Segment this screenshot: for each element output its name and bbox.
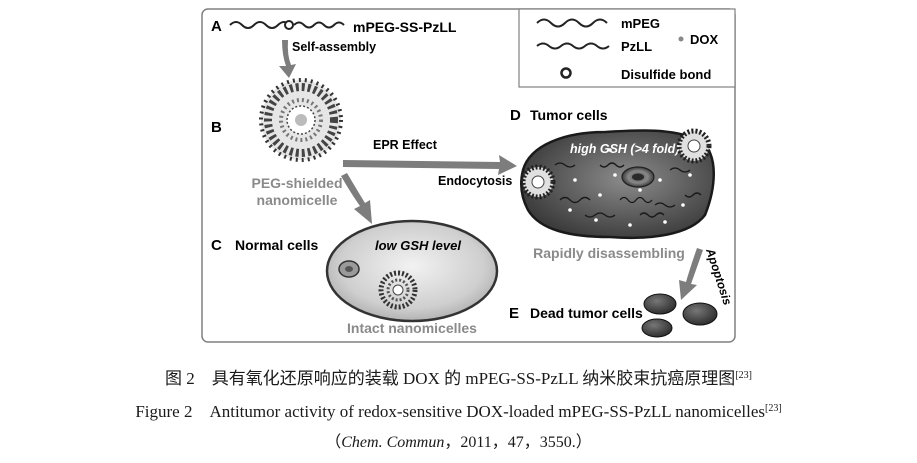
tumor-cell-chains: [554, 162, 702, 218]
rapidly-disassembling-label: Rapidly disassembling: [533, 245, 685, 261]
peg-shielded-label: PEG-shielded: [251, 175, 342, 191]
copolymer-label: mPEG-SS-PzLL: [353, 19, 457, 35]
copolymer-chain-wave: [229, 21, 291, 29]
nanomicelle-large: [259, 78, 343, 162]
legend-dox-label: DOX: [690, 32, 719, 47]
legend-dox-swatch: [678, 36, 684, 42]
apoptosis-arrow: [679, 248, 703, 300]
normal-cells-title: Normal cells: [235, 237, 318, 253]
caption-english-ref: [23]: [765, 403, 782, 414]
caption-chinese-text: 图 2 具有氧化还原响应的装载 DOX 的 mPEG-SS-PzLL 纳米胶束抗…: [165, 369, 736, 388]
entering-nanomicelle: [520, 164, 556, 200]
normal-cell-nucleolus: [345, 266, 353, 272]
panel-a-letter: A: [211, 18, 222, 35]
panel-c-letter: C: [211, 237, 222, 254]
tumor-cells-title: Tumor cells: [530, 107, 608, 123]
legend-pzll-label: PzLL: [621, 39, 652, 54]
surface-nanomicelle: [676, 128, 712, 164]
caption-chinese: 图 2 具有氧化还原响应的装载 DOX 的 mPEG-SS-PzLL 纳米胶束抗…: [0, 364, 917, 389]
caption-english-text: Figure 2 Antitumor activity of redox-sen…: [135, 402, 765, 421]
normal-cell: [325, 219, 499, 323]
dead-cell-2: [682, 302, 718, 326]
pzll-chain-wave: [293, 21, 345, 29]
tumor-cell-nucleolus: [632, 173, 644, 181]
epr-arrow: [343, 155, 517, 175]
normal-cell-arrow: [341, 173, 372, 224]
caption-chinese-ref: [23]: [735, 370, 752, 381]
high-gsh-label: high GSH (>4 fold): [570, 142, 679, 156]
panel-d-letter: D: [510, 107, 521, 124]
caption-source: （Chem. Commun，2011，47，3550.）: [0, 428, 917, 452]
panel-e-letter: E: [509, 305, 519, 322]
diagram-frame: [201, 8, 736, 343]
disulfide-linker: [284, 20, 294, 30]
dead-cell-1: [643, 293, 677, 315]
caption-english: Figure 2 Antitumor activity of redox-sen…: [0, 397, 917, 422]
intact-nanomicelles-label: Intact nanomicelles: [347, 320, 477, 336]
self-assembly-arrow: [279, 40, 296, 78]
legend-mpeg-swatch: [536, 18, 608, 28]
dead-tumor-cells-title: Dead tumor cells: [530, 305, 643, 321]
dox-dots: [568, 148, 692, 227]
legend-pzll-swatch: [536, 42, 610, 50]
panel-b-letter: B: [211, 119, 222, 136]
legend-disulfide-label: Disulfide bond: [621, 67, 711, 82]
epr-effect-label: EPR Effect: [373, 138, 438, 152]
nanomicelle-label: nanomicelle: [257, 192, 338, 208]
caption-source-open: （: [325, 434, 342, 451]
caption-source-rest: ，2011，47，3550.）: [444, 434, 592, 451]
intact-nanomicelle: [378, 270, 418, 310]
dead-cell-3: [641, 318, 673, 338]
apoptosis-label: Apoptosis: [703, 246, 735, 307]
self-assembly-label: Self-assembly: [292, 40, 376, 54]
low-gsh-label: low GSH level: [375, 238, 461, 253]
legend-disulfide-swatch: [560, 67, 572, 79]
caption-source-journal: Chem. Commun: [341, 434, 445, 451]
legend-mpeg-label: mPEG: [621, 16, 660, 31]
endocytosis-label: Endocytosis: [438, 174, 512, 188]
